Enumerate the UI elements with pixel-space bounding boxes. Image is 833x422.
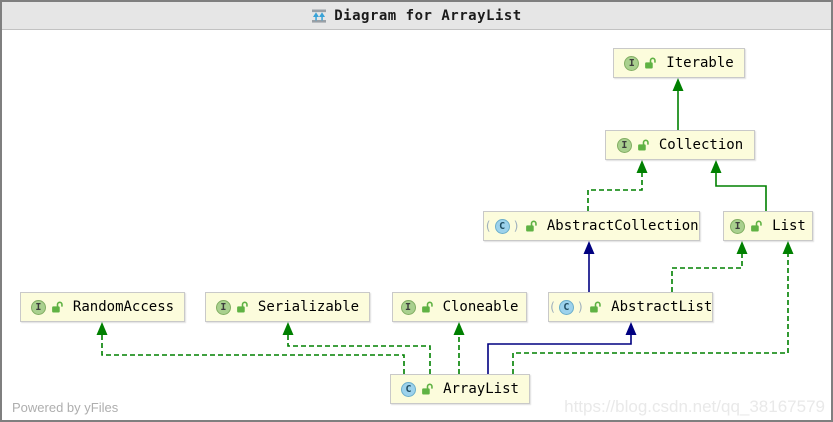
interface-icon: I — [400, 299, 416, 315]
unlocked-icon — [421, 383, 434, 396]
node-cloneable[interactable]: I Cloneable — [392, 292, 527, 322]
edge-arraylist-implements-randomaccess — [101, 334, 405, 374]
title-bar: Diagram for ArrayList — [2, 2, 831, 30]
edge-abstractlist-implements-list — [671, 253, 743, 292]
node-list[interactable]: I List — [723, 211, 813, 241]
node-icons: (C) — [548, 299, 602, 315]
page-title: Diagram for ArrayList — [334, 7, 522, 24]
node-randomaccess[interactable]: I RandomAccess — [20, 292, 185, 322]
node-label: RandomAccess — [72, 299, 175, 315]
node-collection[interactable]: I Collection — [605, 130, 755, 160]
edge-arraylist-implements-serializable — [287, 334, 431, 374]
watermark-text: https://blog.csdn.net/qq_38167579 — [564, 397, 825, 416]
arrowhead-cloneable — [453, 322, 465, 335]
interface-icon: I — [730, 218, 746, 234]
interface-icon: I — [616, 137, 632, 153]
unlocked-icon — [637, 139, 650, 152]
node-icons: I — [616, 137, 650, 153]
node-iterable[interactable]: I Iterable — [613, 48, 745, 78]
unlocked-icon — [51, 301, 64, 314]
node-label: AbstractList — [611, 299, 713, 315]
unlocked-icon — [525, 220, 538, 233]
node-label: Cloneable — [442, 299, 519, 315]
edge-list-extends-collection — [715, 172, 767, 211]
node-icons: C — [401, 381, 434, 397]
node-abstractlist[interactable]: (C) AbstractList — [548, 292, 713, 322]
interface-icon: I — [624, 55, 640, 71]
arrowhead-serializable — [282, 322, 294, 335]
edge-arraylist-extends-abstractlist — [487, 334, 632, 374]
interface-icon: I — [30, 299, 46, 315]
node-label: Iterable — [666, 55, 734, 71]
diagram-icon — [311, 8, 327, 24]
edge-arraylist-implements-list — [512, 253, 789, 374]
arrowhead-list — [736, 241, 748, 254]
node-arraylist[interactable]: C ArrayList — [390, 374, 530, 404]
interface-icon: I — [215, 299, 231, 315]
unlocked-icon — [589, 301, 602, 314]
arrowhead-collection — [636, 160, 648, 173]
arrowhead-iterable — [672, 78, 684, 91]
node-icons: I — [30, 299, 64, 315]
abstract-class-icon: C — [494, 218, 510, 234]
node-icons: I — [400, 299, 434, 315]
node-label: Collection — [658, 137, 744, 153]
abstract-paren-right: ) — [576, 299, 585, 314]
node-label: Serializable — [257, 299, 360, 315]
unlocked-icon — [421, 301, 434, 314]
arrowhead-abstractlist — [625, 322, 637, 335]
node-icons: I — [730, 218, 763, 234]
edge-abstractcollection-implements-collection — [587, 172, 643, 211]
node-icons: I — [624, 55, 657, 71]
node-label: List — [772, 218, 806, 234]
class-icon: C — [401, 381, 417, 397]
abstract-class-icon: C — [558, 299, 574, 315]
arrowhead-abstractcollection — [583, 241, 595, 254]
unlocked-icon — [644, 57, 657, 70]
powered-by-label: Powered by yFiles — [12, 400, 119, 415]
node-abstractcollection[interactable]: (C) AbstractCollection — [483, 211, 700, 241]
node-icons: (C) — [484, 218, 538, 234]
unlocked-icon — [750, 220, 763, 233]
node-serializable[interactable]: I Serializable — [205, 292, 370, 322]
abstract-paren-left: ( — [484, 218, 492, 233]
node-label: ArrayList — [443, 381, 519, 397]
abstract-paren-right: ) — [512, 218, 520, 233]
unlocked-icon — [236, 301, 249, 314]
node-label: AbstractCollection — [546, 218, 699, 234]
abstract-paren-left: ( — [548, 299, 556, 314]
arrowhead-list — [782, 241, 794, 254]
arrowhead-randomaccess — [96, 322, 108, 335]
node-icons: I — [215, 299, 249, 315]
arrowhead-collection — [710, 160, 722, 173]
